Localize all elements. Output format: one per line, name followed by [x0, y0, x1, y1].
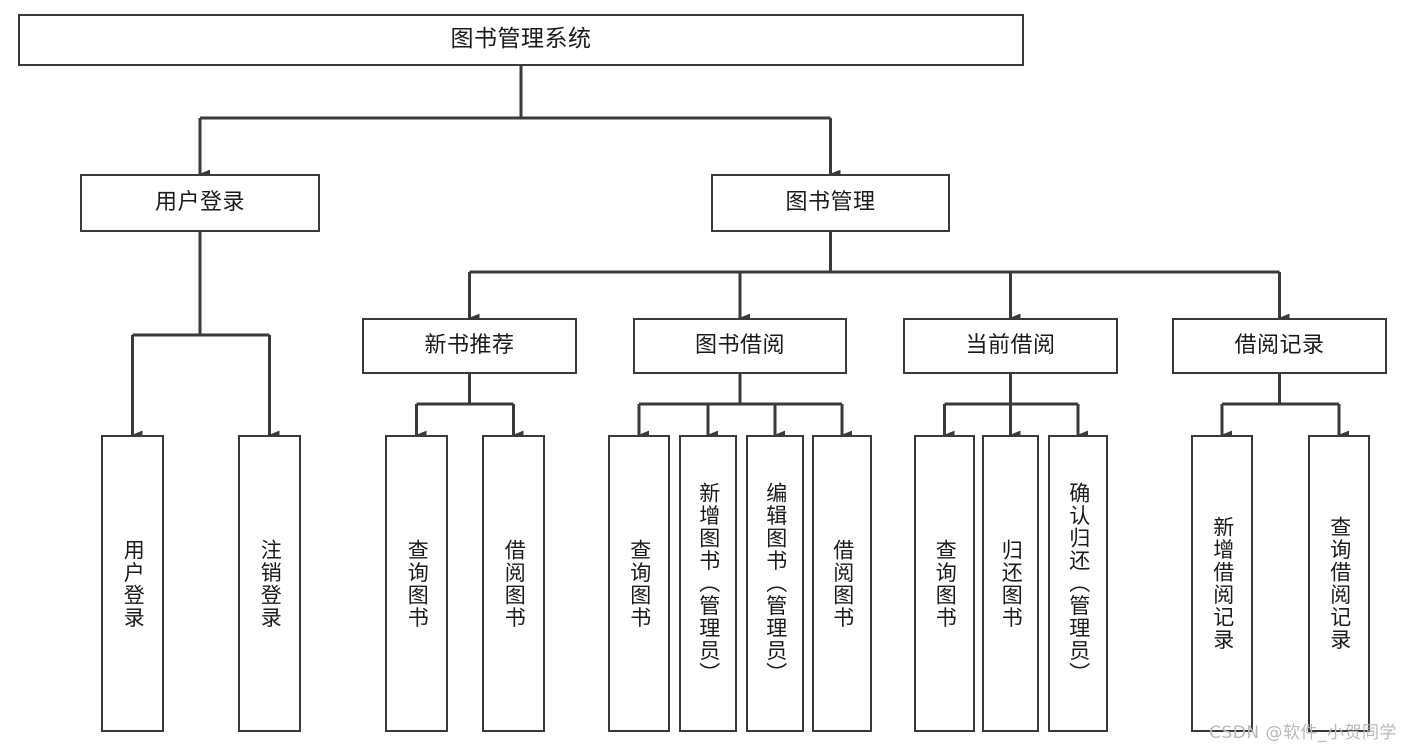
node-bb-query-book[interactable]: 查询图书	[608, 435, 670, 732]
node-label: 借阅图书	[830, 538, 855, 629]
node-current-borrow[interactable]: 当前借阅	[903, 318, 1118, 374]
node-label: 新增图书（管理员）	[696, 482, 721, 685]
node-book-manage[interactable]: 图书管理	[711, 174, 950, 232]
node-new-book-rec[interactable]: 新书推荐	[362, 318, 577, 374]
node-rec-borrow-book[interactable]: 借阅图书	[482, 435, 545, 732]
node-bb-add-book[interactable]: 新增图书（管理员）	[679, 435, 737, 732]
node-login-user[interactable]: 用户登录	[101, 435, 164, 732]
node-label: 图书管理	[785, 189, 876, 215]
node-bb-borrow-book[interactable]: 借阅图书	[812, 435, 872, 732]
node-label: 归还图书	[999, 538, 1024, 629]
node-rec-query-book[interactable]: 查询图书	[385, 435, 448, 732]
node-br-query-record[interactable]: 查询借阅记录	[1308, 435, 1370, 732]
node-book-borrow[interactable]: 图书借阅	[633, 318, 847, 374]
node-cb-return-book[interactable]: 归还图书	[982, 435, 1039, 732]
node-bb-edit-book[interactable]: 编辑图书（管理员）	[746, 435, 804, 732]
node-logout-user[interactable]: 注销登录	[238, 435, 301, 732]
node-label: 查询图书	[627, 538, 652, 629]
node-label: 注销登录	[258, 538, 283, 629]
node-label: 图书管理系统	[450, 26, 592, 53]
node-label: 查询图书	[405, 538, 430, 629]
connector-lines	[131, 66, 1350, 440]
node-br-add-record[interactable]: 新增借阅记录	[1191, 435, 1253, 732]
node-label: 新书推荐	[424, 332, 515, 358]
node-cb-confirm[interactable]: 确认归还（管理员）	[1048, 435, 1108, 732]
node-label: 借阅记录	[1234, 332, 1325, 358]
node-label: 查询借阅记录	[1327, 516, 1352, 651]
node-label: 编辑图书（管理员）	[763, 482, 788, 685]
node-label: 当前借阅	[965, 332, 1056, 358]
node-borrow-record[interactable]: 借阅记录	[1172, 318, 1387, 374]
node-user-login[interactable]: 用户登录	[80, 174, 320, 232]
node-label: 图书借阅	[694, 332, 785, 358]
node-label: 新增借阅记录	[1210, 516, 1235, 651]
node-label: 用户登录	[154, 189, 245, 215]
node-label: 借阅图书	[502, 538, 527, 629]
node-label: 用户登录	[121, 538, 146, 629]
node-label: 确认归还（管理员）	[1066, 482, 1091, 685]
node-root[interactable]: 图书管理系统	[18, 14, 1024, 66]
node-cb-query-book[interactable]: 查询图书	[914, 435, 975, 732]
node-label: 查询图书	[933, 538, 958, 629]
